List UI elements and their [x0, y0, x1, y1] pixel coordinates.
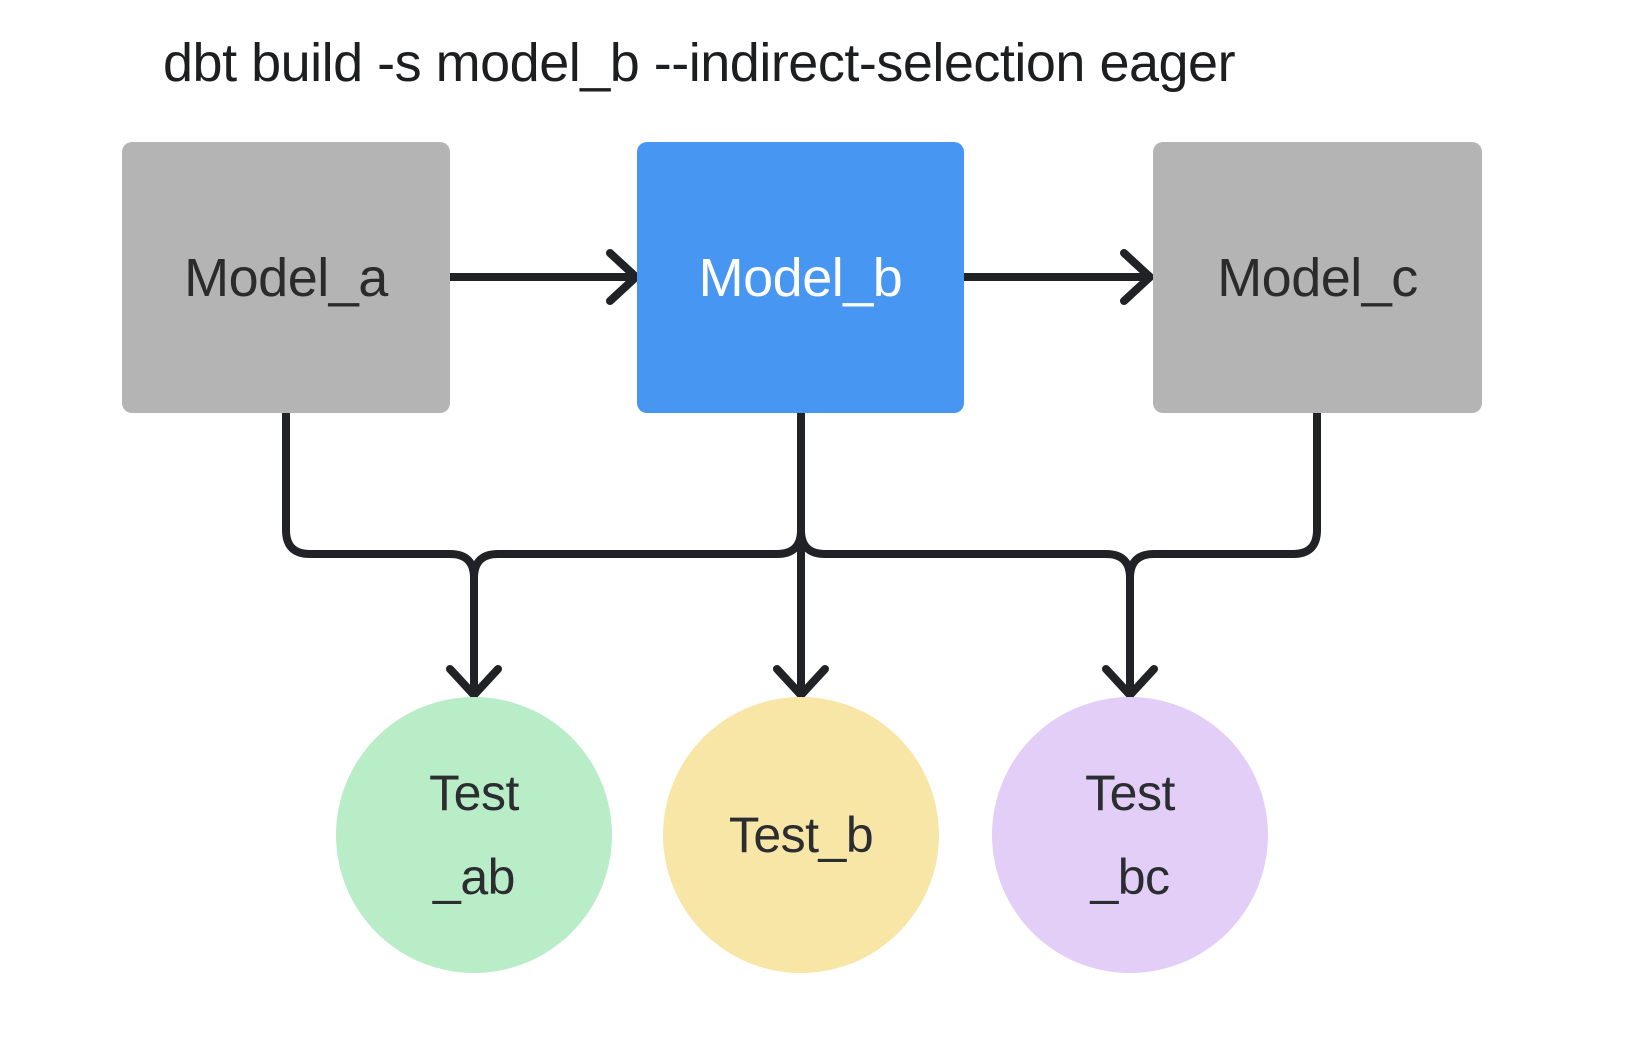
arrowhead-down-icon	[1102, 665, 1158, 699]
model-c-label: Model_c	[1217, 247, 1418, 308]
edge-model-a-to-model-b	[446, 249, 640, 305]
arrowhead-down-icon	[773, 665, 829, 699]
test-bc-label-line2: _bc	[1090, 849, 1170, 905]
model-c-node: Model_c	[1153, 142, 1482, 413]
edge-model-c-to-test-bc	[1102, 409, 1321, 699]
model-b-node: Model_b	[637, 142, 964, 413]
edge-shaft	[797, 526, 1134, 582]
edge-model-b-to-test-bc	[797, 526, 1134, 582]
diagram-title: dbt build -s model_b --indirect-selectio…	[163, 33, 1236, 93]
test-bc-node: Test _bc	[992, 697, 1268, 973]
arrowhead-right-icon	[606, 249, 640, 305]
test-bc-label-line1: Test	[1085, 765, 1175, 821]
edge-shaft	[1126, 409, 1321, 694]
test-ab-label-line2: _ab	[433, 849, 515, 905]
test-ab-node: Test _ab	[336, 697, 612, 973]
edge-model-b-to-model-c	[960, 249, 1154, 305]
edge-shaft	[282, 409, 478, 694]
model-b-label: Model_b	[698, 247, 903, 308]
arrowhead-down-icon	[446, 665, 502, 699]
edge-model-b-to-test-b	[773, 409, 829, 699]
model-a-label: Model_a	[184, 247, 388, 308]
test-ab-label-line1: Test	[429, 765, 519, 821]
edge-model-b-to-test-ab	[470, 526, 805, 582]
edge-shaft	[470, 526, 805, 582]
edge-model-a-to-test-ab	[282, 409, 502, 699]
test-b-label: Test_b	[728, 807, 874, 863]
test-b-node: Test_b	[663, 697, 939, 973]
model-a-node: Model_a	[122, 142, 450, 413]
arrowhead-right-icon	[1120, 249, 1154, 305]
